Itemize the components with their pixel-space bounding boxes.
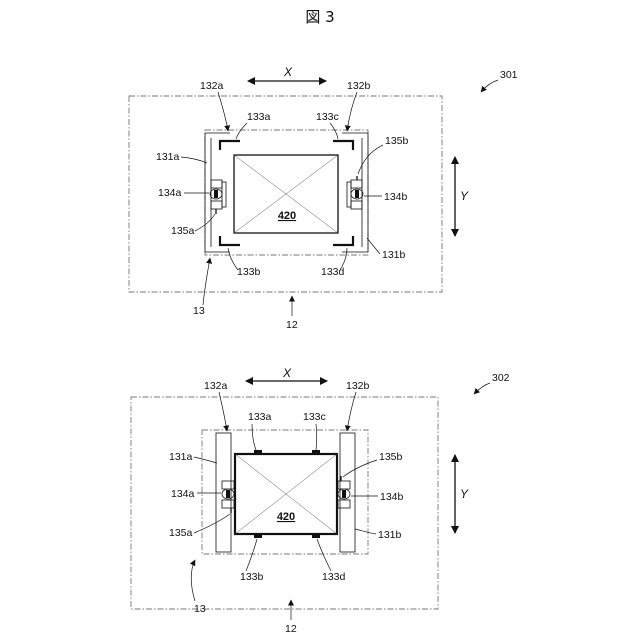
leader-13 [203,258,210,305]
bracket-133b [220,236,240,245]
bracket-133a [220,141,240,150]
label-133b: 133b [237,266,261,278]
leader-131a [194,457,217,463]
outer-frame-12 [131,397,438,609]
bracket-133c [312,450,320,454]
ref-leader-301 [481,80,498,92]
panel-302: 302 X Y 420 [131,366,510,635]
label-131b: 131b [378,529,402,541]
leader-132b [347,392,356,431]
y-axis-label: Y [460,189,469,203]
bracket-133c [333,141,353,150]
label-131a: 131a [169,451,193,463]
leader-132a [219,392,227,431]
leader-133b [246,539,257,571]
bracket-133a [254,450,262,454]
label-133a: 133a [248,411,272,423]
ref-label-301: 301 [500,69,518,81]
x-axis-label: X [283,65,293,79]
y-axis-label: Y [460,487,469,501]
label-135a: 135a [169,527,193,539]
label-12: 12 [285,623,297,635]
label-133d: 133d [322,571,346,583]
ref-label-302: 302 [492,372,510,384]
leader-132b [347,92,357,131]
bracket-133d [312,534,320,538]
actuator-134b [347,176,363,209]
leader-133c [316,424,317,450]
leader-133c [330,123,338,139]
label-132b: 132b [347,80,371,92]
label-134b: 134b [384,191,408,203]
label-133c: 133c [316,111,339,123]
label-13: 13 [193,305,205,317]
bracket-133b [254,534,262,538]
label-133c: 133c [303,411,326,423]
label-135a: 135a [171,225,195,237]
leader-133d [317,539,331,571]
leader-131b [367,238,380,254]
leader-131a [181,157,207,163]
leader-133a [236,123,247,139]
inner-frame-13 [205,130,368,255]
leader-133a [252,424,256,450]
figure-title: 図 3 [305,8,334,26]
label-135b: 135b [379,451,403,463]
label-133b: 133b [240,571,264,583]
label-12: 12 [286,319,298,331]
leader-131b [355,529,376,534]
label-134b: 134b [380,491,404,503]
label-132b: 132b [346,380,370,392]
label-135b: 135b [385,135,409,147]
panel-301: 301 X Y 420 [129,65,518,331]
label-131a: 131a [156,151,180,163]
label-133a: 133a [247,111,271,123]
label-132a: 132a [200,80,224,92]
label-134a: 134a [158,187,182,199]
label-134a: 134a [171,488,195,500]
actuator-134a [210,180,226,214]
label-132a: 132a [204,380,228,392]
label-131b: 131b [382,249,406,261]
box-420-label: 420 [278,210,296,222]
leader-132a [218,92,228,131]
leader-13 [191,560,195,601]
box-420-label: 420 [277,511,295,523]
ref-leader-302 [474,383,490,394]
bracket-133d [333,236,353,245]
x-axis-label: X [282,366,292,380]
label-13: 13 [194,603,206,615]
